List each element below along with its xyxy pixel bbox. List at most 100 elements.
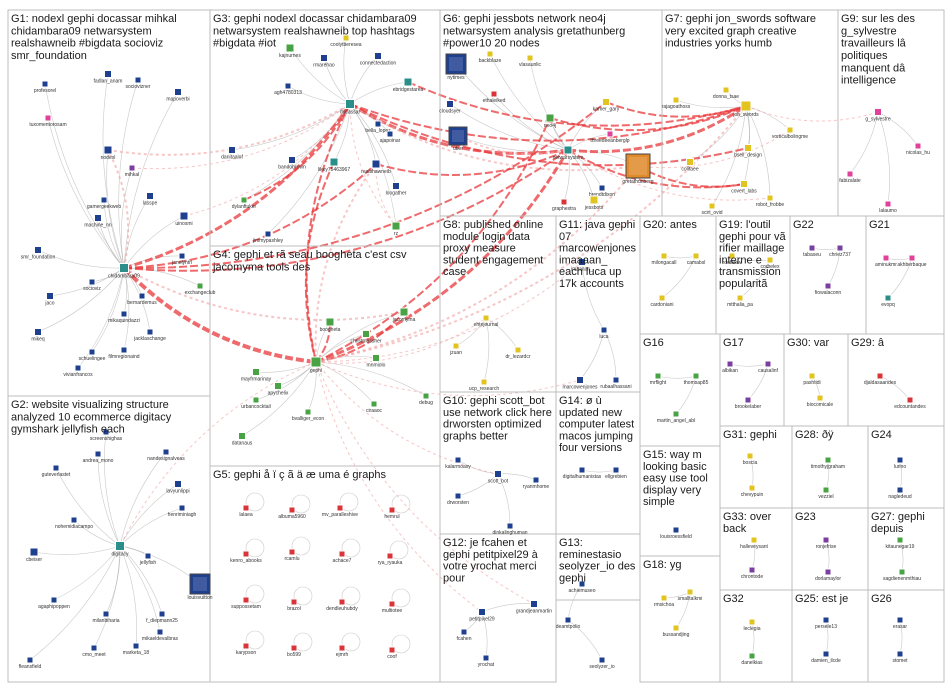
node-exchangeclub[interactable]: exchangeclub [185, 282, 216, 296]
node-ellgrebien[interactable]: ellgrebien [605, 466, 627, 480]
node-boogheta[interactable]: boogheta [320, 317, 341, 333]
node-gamergeekweb[interactable]: gamergeekweb [87, 196, 121, 210]
node-rubaalhassani[interactable]: rubaalhassani [600, 376, 632, 390]
node-jaco[interactable]: jaco [44, 292, 55, 307]
node-apychelix[interactable]: apychelix [268, 382, 289, 397]
node-bvalliger_econ[interactable]: bvalliger_econ [292, 408, 324, 422]
node-donna_tsae[interactable]: donna_tsae [713, 86, 739, 100]
node-bernardemus[interactable]: bernardemus [127, 292, 157, 306]
node-chevypuin[interactable]: chevypuin [741, 484, 764, 498]
node-luca[interactable]: luca [599, 326, 609, 340]
node-ciraaoc[interactable]: ciraaoc [366, 400, 383, 414]
node-mayfrmarinay[interactable]: mayfrmarinay [241, 368, 272, 383]
node-cbeiser[interactable]: cbeiser [26, 547, 42, 563]
node-gretathunberg[interactable]: gretathunberg [622, 153, 654, 185]
node-rmsichoa[interactable]: rmsichoa [654, 594, 675, 608]
node-ryanmhome[interactable]: ryanmhome [523, 476, 550, 490]
node-gephi[interactable]: gephi [310, 356, 322, 374]
node-evopq[interactable]: evopq [881, 294, 895, 308]
node-robot_frobbe[interactable]: robot_frobbe [756, 194, 785, 208]
node-camabsl[interactable]: camabsl [687, 252, 706, 266]
node-bandobrown[interactable]: bandobrown [278, 156, 306, 171]
node-vezziel[interactable]: vezziel [818, 486, 834, 500]
node-suppossetam[interactable]: suppossetam [231, 596, 261, 610]
node-chidambara09[interactable]: chidambara09 [108, 263, 140, 280]
node-ronjefrise[interactable]: ronjefrise [816, 536, 837, 550]
node-nicolas_hu[interactable]: nicolas_hu [906, 142, 930, 156]
node-likey75463967[interactable]: likey75463967 [318, 157, 350, 173]
node-socioviz[interactable]: socioviz [83, 278, 101, 292]
node-mv_paralleshive[interactable]: mv_paralleshive [322, 504, 358, 518]
node-halleveysant[interactable]: halleveysant [740, 536, 769, 550]
node-ebridgestarea[interactable]: ebridgestarea [393, 77, 424, 93]
node-causalinf[interactable]: causalinf [758, 360, 778, 374]
node-ucp_research[interactable]: ucp_research [469, 378, 500, 392]
node-coolytberesea[interactable]: coolytberesea [330, 34, 362, 48]
node-martin_angel_abl[interactable]: martin_angel_abl [657, 410, 695, 424]
node-smr_foundation[interactable]: smr_foundation [21, 246, 56, 261]
node-digitacy[interactable]: digitacy [112, 541, 129, 558]
node-uinosmi[interactable]: uinosmi [175, 211, 193, 227]
node-digitalhumanistas[interactable]: digitalhumanistas [563, 466, 602, 480]
node-albikan[interactable]: albikan [722, 360, 738, 374]
node-damien_ilcde[interactable]: damien_ilcde [811, 650, 841, 664]
node-ejmrh[interactable]: ejmrh [336, 644, 349, 658]
node-jon_swords[interactable]: jon_swords [732, 100, 759, 118]
node-covert_labs[interactable]: covert_labs [731, 180, 757, 195]
node-schuelingee[interactable]: schuelingee [79, 348, 106, 362]
node-marketa_18[interactable]: marketa_18 [123, 642, 150, 656]
node-nandesignalveas[interactable]: nandesignalveas [147, 448, 185, 462]
node-realshawneib[interactable]: realshawneib [361, 159, 391, 175]
node-stomet[interactable]: stomet [892, 650, 908, 664]
node-persele13[interactable]: persele13 [815, 616, 837, 630]
node-ajapoinar[interactable]: ajapoinar [380, 130, 401, 144]
node-docassar[interactable]: docassar [340, 99, 361, 116]
node-profesorel[interactable]: profesorel [34, 80, 56, 94]
node-marcowenjones[interactable]: marcowenjones [562, 376, 598, 391]
node-hemrul[interactable]: hemrul [384, 506, 400, 520]
node-akhberbaque[interactable]: akhberbaque [897, 254, 927, 268]
node-kajnurnes[interactable]: kajnurnes [279, 43, 301, 59]
node-f_diepmann25[interactable]: f_diepmann25 [146, 610, 178, 624]
node-jzuan[interactable]: jzuan [449, 342, 462, 356]
node-datanaus[interactable]: datanaus [232, 432, 253, 447]
node-henriminiagh[interactable]: henriminiagh [168, 504, 197, 518]
node-milongacall[interactable]: milongacall [651, 252, 677, 266]
node-rmarehao[interactable]: rmarehao [313, 54, 335, 69]
node-g_sylvestre[interactable]: g_sylvestre [865, 108, 891, 123]
node-sagdienenmthiau[interactable]: sagdienenmthiau [883, 568, 921, 582]
node-rdefalaw[interactable]: rdefalaw [723, 252, 742, 266]
node-lalaea[interactable]: lalaea [239, 504, 253, 518]
node-albuma5960[interactable]: albuma5960 [278, 506, 306, 520]
node-louisvuitton[interactable]: louisvuitton [187, 573, 213, 601]
node-grandjeanmartin[interactable]: grandjeanmartin [516, 600, 552, 615]
node-bo599[interactable]: bo599 [287, 644, 301, 658]
node-dr_lezardcr[interactable]: dr_lezardcr [505, 346, 531, 360]
node-multiotee[interactable]: multiotee [382, 600, 403, 614]
node-netwarsystem[interactable]: netwarsystem [553, 145, 584, 161]
node-bussandjing[interactable]: bussandjing [663, 624, 690, 638]
node-vivianfrancos[interactable]: vivianfrancos [63, 364, 93, 378]
node-mapoverbi[interactable]: mapoverbi [166, 88, 190, 103]
node-graphextra[interactable]: graphextra [552, 198, 576, 212]
node-mikeq[interactable]: mikeq [31, 328, 45, 343]
node-rcamlu[interactable]: rcamlu [284, 548, 300, 562]
node-fiowalaconn[interactable]: fiowalaconn [815, 282, 842, 296]
node-lalaumo[interactable]: lalaumo [879, 200, 897, 214]
node-janelyntrl[interactable]: janelyntrl [171, 252, 192, 266]
node-bsell_design[interactable]: bsell_design [734, 144, 762, 159]
node-rajagoathoss[interactable]: rajagoathoss [662, 96, 691, 110]
node-connectedaction[interactable]: connectedaction [360, 52, 397, 67]
node-jacklaschange[interactable]: jacklaschange [133, 328, 166, 342]
node-mrflight[interactable]: mrflight [650, 372, 667, 386]
node-dendleuhubdy[interactable]: dendleuhubdy [326, 598, 358, 612]
node-filmregionaind[interactable]: filmregionaind [108, 346, 140, 360]
node-agaphipoppen[interactable]: agaphipoppen [38, 596, 70, 610]
node-tabaseu[interactable]: tabaseu [803, 244, 821, 258]
node-loogather[interactable]: loogather [386, 182, 407, 197]
node-milanbiharia[interactable]: milanbiharia [93, 610, 120, 624]
node-imaaaan_[interactable]: imaaaan_ [571, 258, 593, 273]
node-cloudsyer[interactable]: cloudsyer [439, 100, 461, 115]
node-seolyzer_io[interactable]: seolyzer_io [589, 656, 615, 670]
node-ethaleiked[interactable]: ethaleiked [483, 90, 506, 104]
